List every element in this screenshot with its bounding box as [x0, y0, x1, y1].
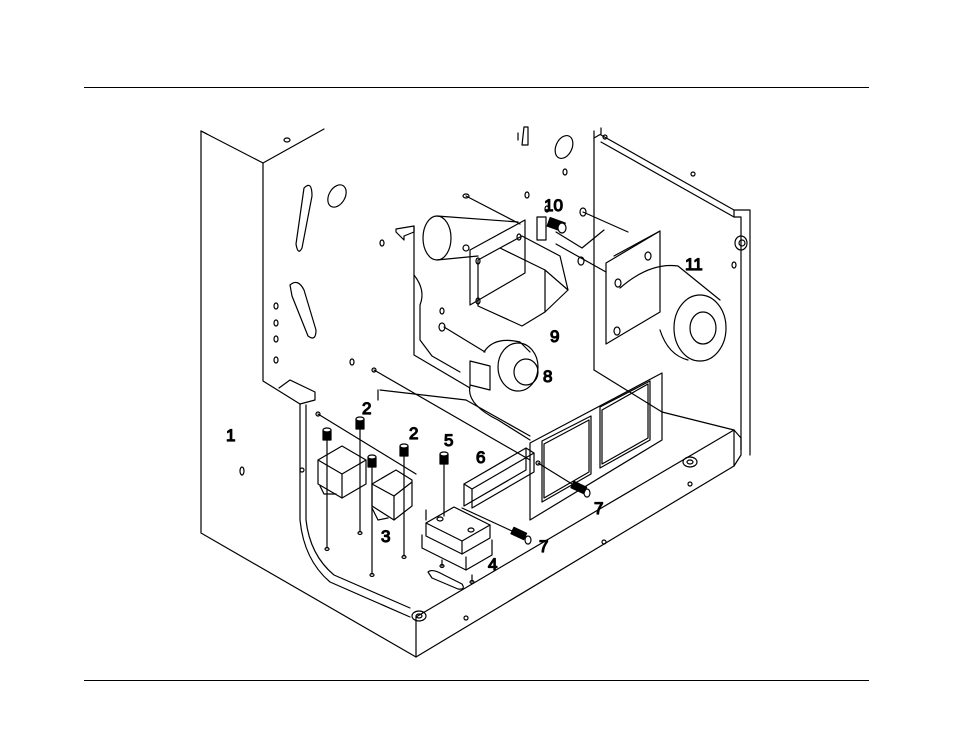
panel-holes — [240, 133, 747, 621]
chassis-frame — [201, 127, 750, 657]
callout-3: 3 — [381, 527, 390, 546]
part-6-frame — [464, 373, 662, 520]
callout-6: 6 — [476, 448, 485, 467]
callout-4: 4 — [488, 555, 497, 574]
callout-7b: 7 — [539, 537, 548, 556]
part-7-screws — [462, 463, 590, 544]
callout-10: 10 — [544, 196, 563, 215]
callout-7a: 7 — [594, 499, 603, 518]
part-2-3-relays — [316, 368, 530, 577]
callout-8: 8 — [543, 367, 552, 386]
part-11-motor — [606, 231, 726, 361]
callout-2b: 2 — [409, 424, 418, 443]
callout-5: 5 — [444, 431, 453, 450]
part-8-motor — [444, 327, 538, 440]
part-4-block — [422, 507, 492, 584]
callout-11: 11 — [685, 255, 703, 274]
callout-1: 1 — [226, 426, 235, 445]
callout-9: 9 — [550, 327, 559, 346]
part-5-screw — [440, 452, 448, 516]
callout-2a: 2 — [362, 399, 371, 418]
part-10-screw — [537, 208, 628, 272]
